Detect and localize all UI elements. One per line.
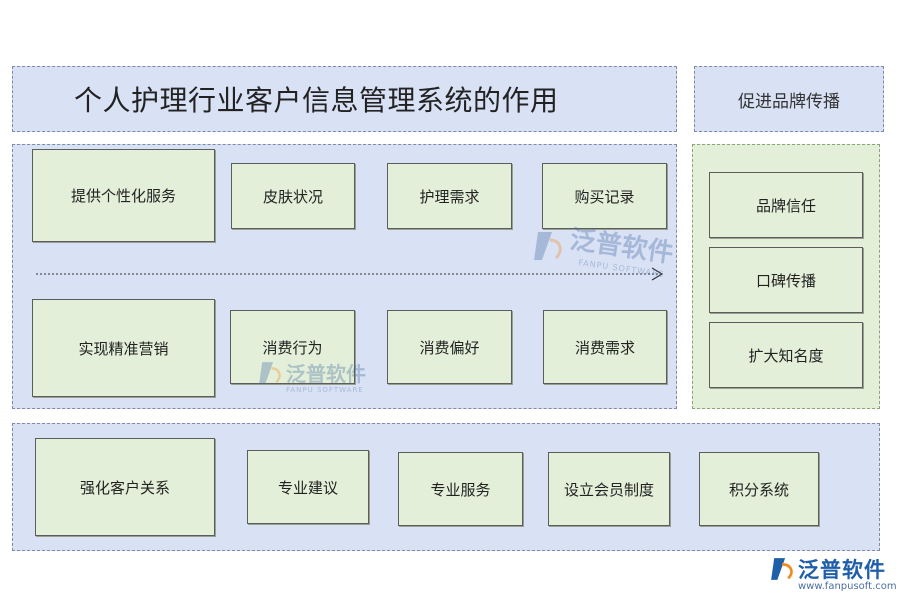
- item-box-membership-system: 设立会员制度: [548, 452, 670, 526]
- brand-logo: 泛普软件 www.fanpusoft.com: [768, 552, 898, 596]
- item-box-professional-service: 专业服务: [398, 452, 523, 526]
- item-box-consumer-preference: 消费偏好: [387, 310, 512, 384]
- lead-box-personalized-service: 提供个性化服务: [32, 149, 215, 242]
- item-box-consumer-behavior: 消费行为: [230, 310, 355, 384]
- item-box-care-needs: 护理需求: [387, 163, 512, 229]
- lead-box-customer-relationship: 强化客户关系: [35, 438, 215, 536]
- brand-box-trust: 品牌信任: [709, 172, 863, 238]
- side-title-panel: [694, 66, 884, 132]
- fanpu-logo-icon: [771, 558, 793, 580]
- item-box-skin-condition: 皮肤状况: [231, 163, 355, 229]
- brand-box-awareness: 扩大知名度: [709, 322, 863, 388]
- title-panel: [12, 66, 677, 132]
- lead-box-precision-marketing: 实现精准营销: [32, 299, 215, 397]
- item-box-professional-advice: 专业建议: [247, 450, 369, 524]
- flow-arrow: [36, 267, 664, 281]
- item-box-points-system: 积分系统: [699, 452, 819, 526]
- logo-url: www.fanpusoft.com: [798, 581, 897, 592]
- item-box-consumer-demand: 消费需求: [543, 310, 667, 384]
- diagram-title: 个人护理行业客户信息管理系统的作用: [74, 84, 559, 117]
- logo-name: 泛普软件: [798, 558, 886, 582]
- brand-box-word-of-mouth: 口碑传播: [709, 247, 863, 313]
- side-title: 促进品牌传播: [738, 91, 840, 112]
- item-box-purchase-records: 购买记录: [542, 163, 667, 229]
